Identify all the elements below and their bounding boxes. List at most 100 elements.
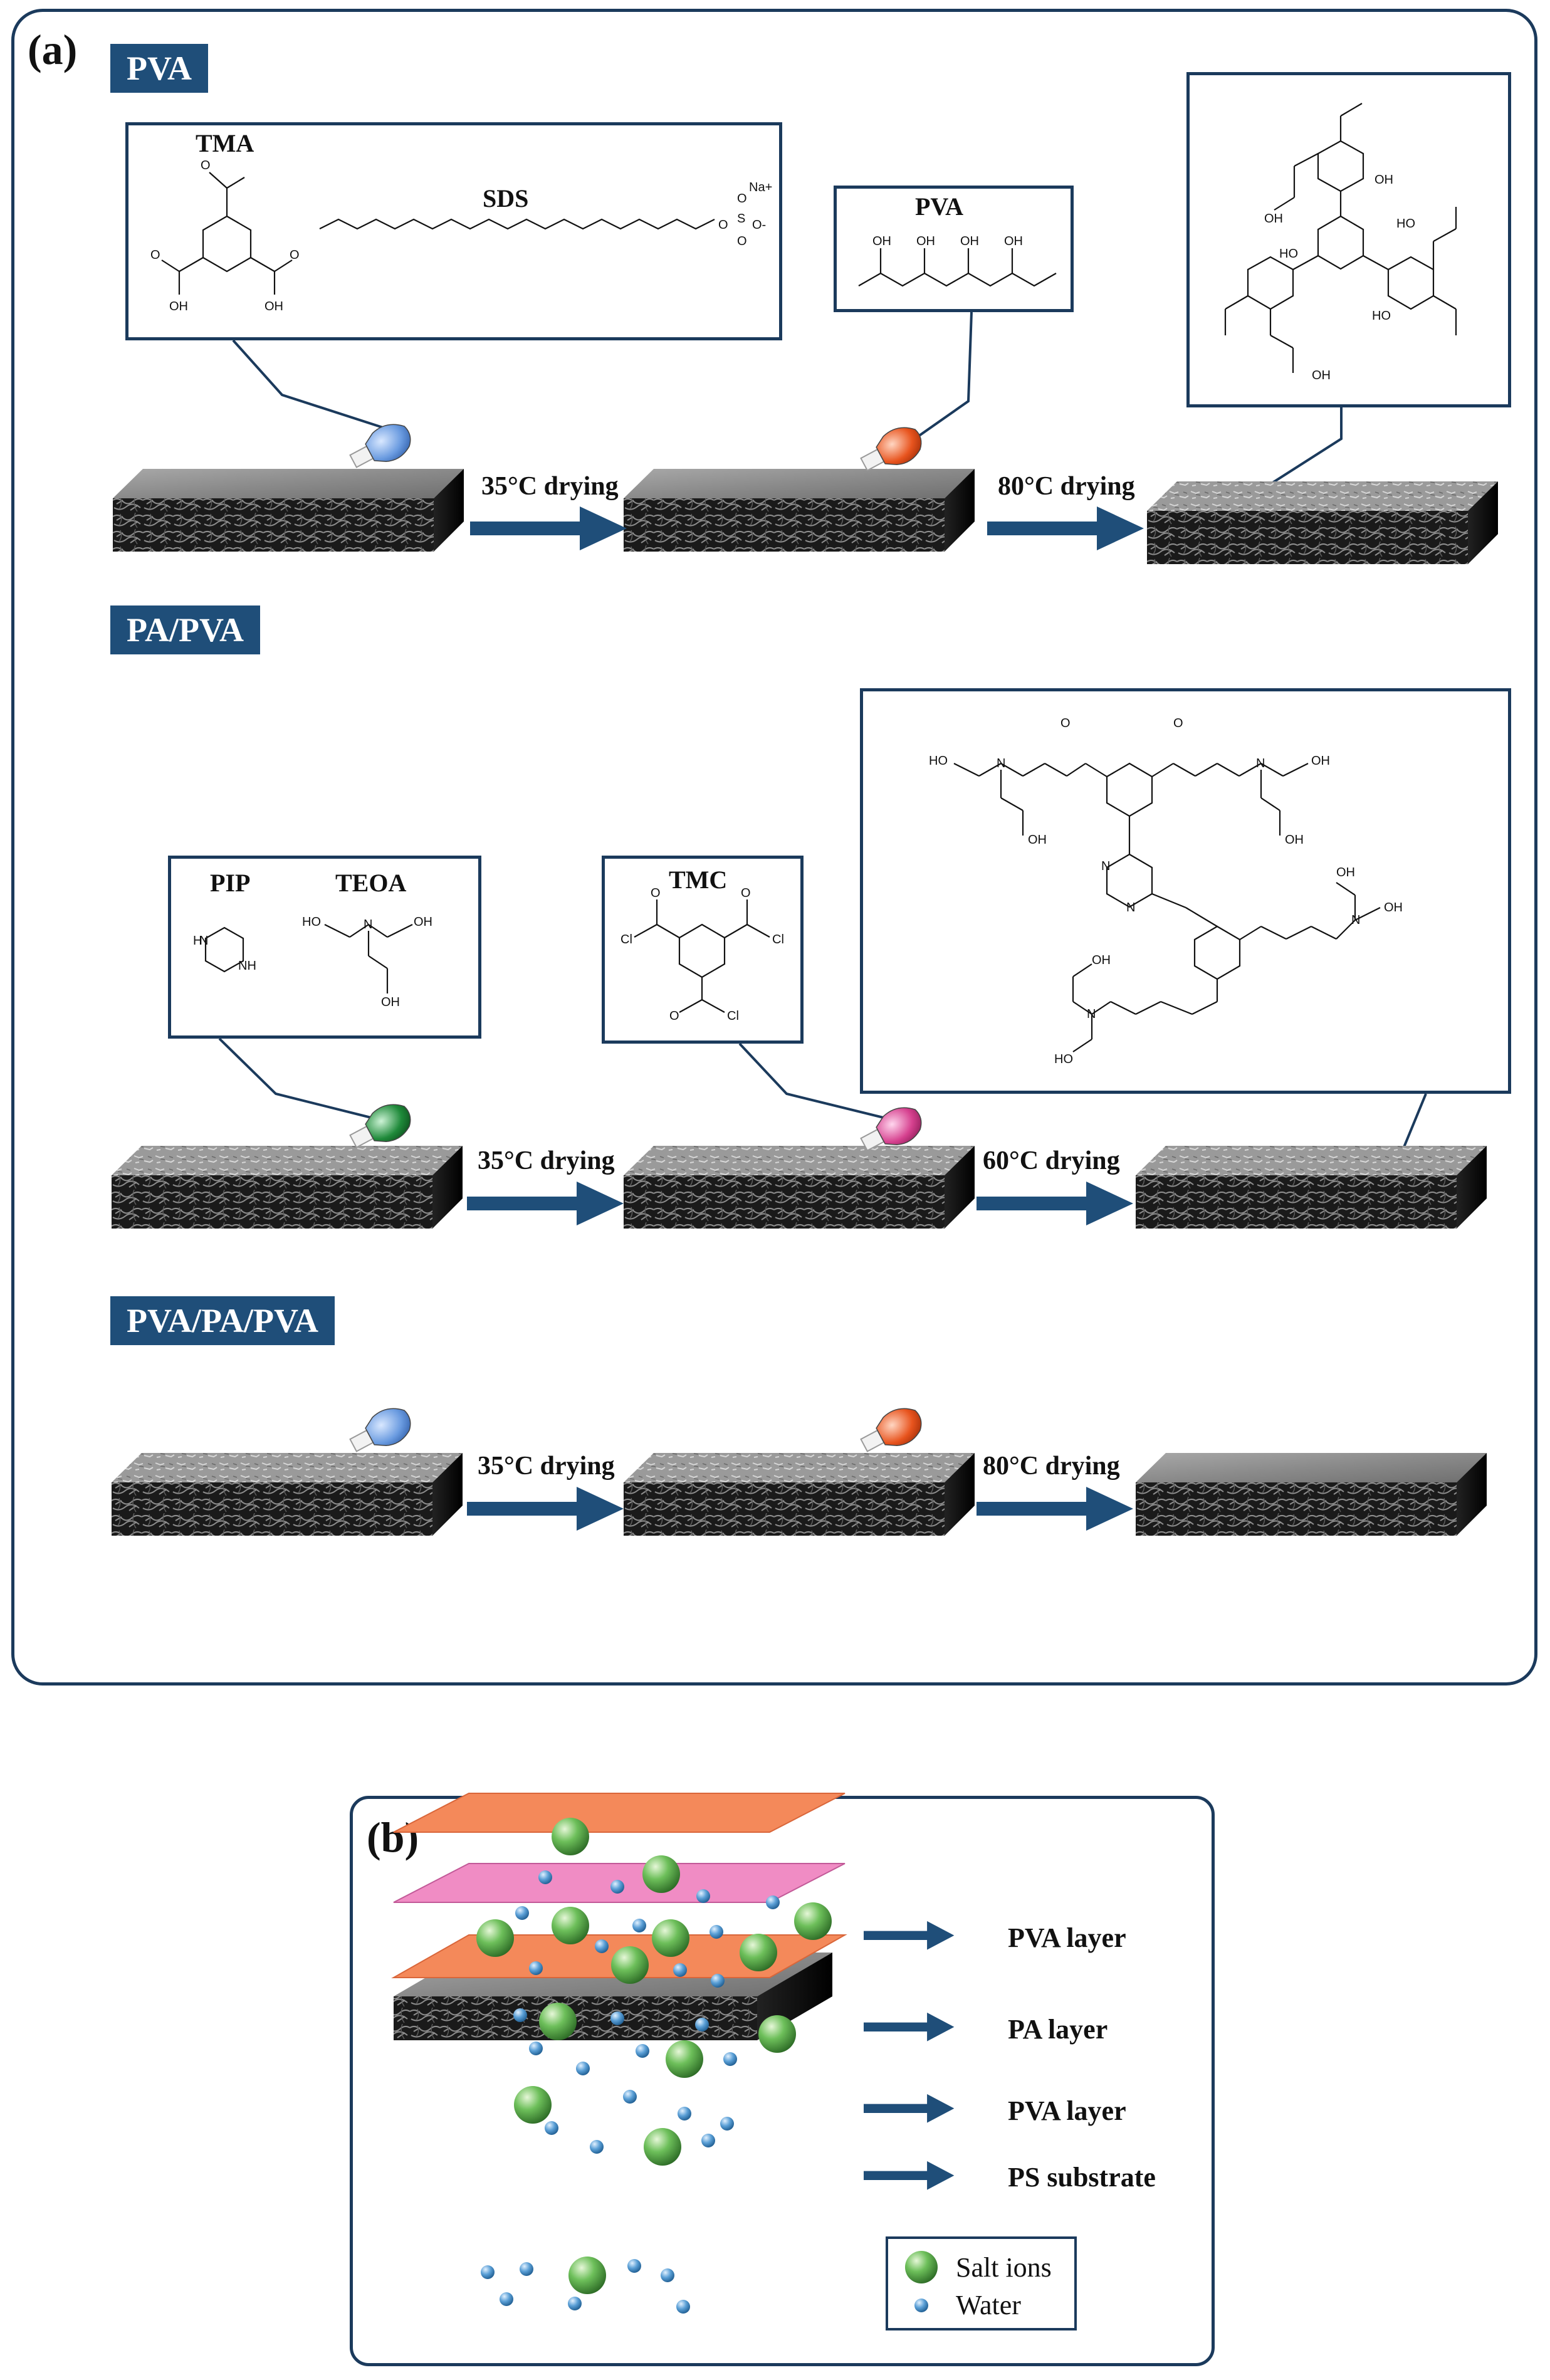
salt-ion bbox=[568, 2257, 606, 2294]
box-pa-crosslink bbox=[860, 688, 1511, 1094]
pip-teoa-structure: H N NH N HO OH OH bbox=[193, 915, 432, 1009]
water-molecule bbox=[632, 1919, 646, 1932]
layer-label-pva-top: PVA layer bbox=[1008, 1922, 1126, 1953]
salt-ion bbox=[642, 1855, 680, 1893]
atom-ho: HO bbox=[1372, 309, 1391, 323]
box-tmc bbox=[602, 856, 804, 1044]
atom-o: O bbox=[1173, 716, 1183, 730]
water-molecule bbox=[529, 1961, 543, 1975]
atom-n: N bbox=[1126, 901, 1135, 915]
salt-ion bbox=[652, 1919, 689, 1957]
atom-o: O bbox=[1060, 716, 1071, 730]
water-molecule bbox=[711, 1974, 725, 1988]
box-title-tmc: TMC bbox=[669, 866, 728, 894]
atom-s: S bbox=[737, 212, 745, 226]
arrow-pva-layer-top bbox=[864, 1919, 983, 1957]
atom-cl: Cl bbox=[621, 933, 632, 946]
step-label-row3-2: 80°C drying bbox=[983, 1452, 1120, 1481]
atom-o: O bbox=[290, 248, 300, 262]
pva-structure: OH OH OH OH bbox=[858, 234, 1057, 287]
atom-n: N bbox=[1256, 757, 1265, 770]
box-title-pip: PIP bbox=[210, 869, 251, 897]
atom-oh: OH bbox=[381, 995, 400, 1009]
water-molecule bbox=[610, 2011, 624, 2025]
step-label-row2-1: 35°C drying bbox=[478, 1146, 615, 1175]
atom-oh: OH bbox=[1336, 866, 1355, 879]
tma-structure: O O OH O OH O S O O O- Na+ bbox=[150, 159, 772, 313]
water-molecule bbox=[710, 1925, 723, 1939]
water-molecules bbox=[481, 1870, 780, 2314]
water-molecule bbox=[623, 2090, 637, 2104]
atom-n: N bbox=[1101, 859, 1110, 873]
arrow-ps-substrate bbox=[864, 2159, 983, 2197]
salt-ion bbox=[476, 1919, 514, 1957]
salt-ion bbox=[740, 1934, 777, 1971]
atom-o: O bbox=[150, 248, 160, 262]
arrow-pva-layer-bottom bbox=[864, 2092, 983, 2130]
water-molecule bbox=[696, 1889, 710, 1903]
box-title-pva: PVA bbox=[915, 192, 964, 221]
salt-ion bbox=[539, 2003, 577, 2040]
layer-label-ps-substrate: PS substrate bbox=[1008, 2162, 1156, 2193]
water-molecule bbox=[529, 2042, 543, 2055]
atom-o: O bbox=[737, 234, 747, 248]
atom-o: O bbox=[651, 886, 661, 900]
panel-b-label: (b) bbox=[367, 1813, 419, 1861]
step-label-row1-1: 35°C drying bbox=[481, 472, 619, 501]
water-molecule bbox=[723, 2052, 737, 2066]
atom-o: O bbox=[741, 886, 751, 900]
atom-n: N bbox=[364, 918, 372, 931]
atom-oh: OH bbox=[872, 234, 891, 248]
salt-ion bbox=[611, 1946, 649, 1984]
atom-ho: HO bbox=[929, 754, 948, 768]
atom-oh: OH bbox=[916, 234, 935, 248]
tmc-structure: Cl O O Cl O Cl bbox=[621, 886, 784, 1023]
atom-n: N bbox=[199, 934, 208, 948]
pva-crosslink-structure: OH OH HO HO HO OH bbox=[1224, 103, 1457, 382]
step-label-row2-2: 60°C drying bbox=[983, 1146, 1120, 1175]
salt-ion bbox=[794, 1902, 832, 1940]
box-pip-teoa bbox=[168, 856, 481, 1039]
water-molecule bbox=[678, 2107, 691, 2121]
water-molecule bbox=[610, 1880, 624, 1894]
water-molecule bbox=[590, 2140, 604, 2154]
atom-oh: OH bbox=[1028, 833, 1047, 847]
step-label-row1-2: 80°C drying bbox=[998, 472, 1135, 501]
box-tma-sds bbox=[125, 122, 782, 340]
water-molecule bbox=[515, 1906, 529, 1920]
atom-o: O bbox=[669, 1009, 679, 1023]
atom-ho: HO bbox=[302, 915, 321, 929]
layer-label-pva-bottom: PVA layer bbox=[1008, 2095, 1126, 2126]
atom-na: Na+ bbox=[749, 181, 772, 194]
layer-label-pa: PA layer bbox=[1008, 2014, 1108, 2045]
atom-n: N bbox=[997, 757, 1005, 770]
salt-ion bbox=[552, 1818, 589, 1855]
atom-h: H bbox=[193, 934, 202, 948]
box-pva bbox=[834, 186, 1074, 312]
water-molecule bbox=[513, 2008, 527, 2022]
atom-oh: OH bbox=[1004, 234, 1023, 248]
pva-layer-top bbox=[393, 1793, 846, 1833]
section-banner-pva-pa-pva: PVA/PA/PVA bbox=[110, 1296, 335, 1346]
legend-salt-ion-icon bbox=[905, 2251, 938, 2283]
water-molecule bbox=[676, 2300, 690, 2314]
legend-label-salt-ions: Salt ions bbox=[956, 2252, 1052, 2283]
atom-ho: HO bbox=[1396, 217, 1415, 231]
section-banner-pva: PVA bbox=[110, 44, 209, 93]
water-molecule bbox=[695, 2018, 709, 2031]
water-molecule bbox=[673, 1963, 687, 1977]
step-label-row3-1: 35°C drying bbox=[478, 1452, 615, 1481]
salt-ion bbox=[758, 2015, 796, 2053]
atom-o: O bbox=[718, 218, 728, 232]
atom-o: O bbox=[737, 192, 747, 206]
panel-a-label: (a) bbox=[28, 26, 78, 73]
atom-oh: OH bbox=[1264, 212, 1283, 226]
box-title-sds: SDS bbox=[483, 184, 529, 212]
box-title-tma: TMA bbox=[196, 129, 254, 157]
box-title-teoa: TEOA bbox=[335, 869, 407, 897]
atom-oh: OH bbox=[1285, 833, 1304, 847]
water-molecule bbox=[701, 2134, 715, 2147]
arrow-pa-layer bbox=[864, 2011, 983, 2048]
water-molecule bbox=[766, 1895, 780, 1909]
